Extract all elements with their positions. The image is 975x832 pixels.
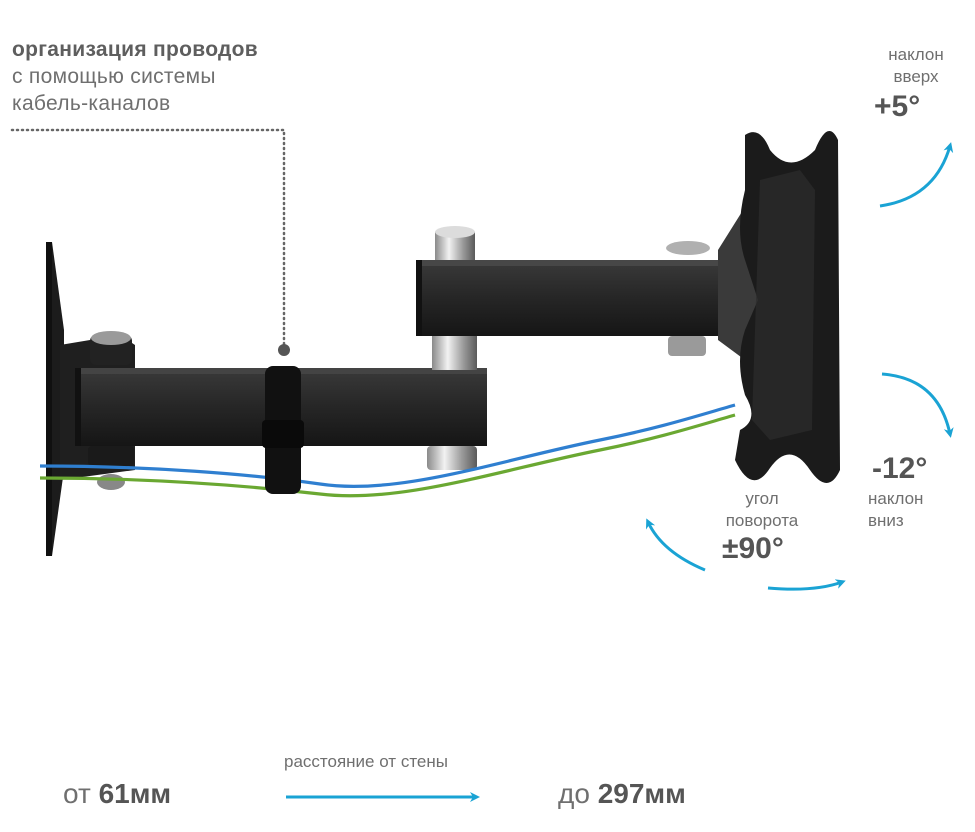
distance-min-value: 61мм <box>98 778 172 809</box>
swivel-arrow-right <box>767 579 846 591</box>
tilt-down-arrow <box>881 372 954 438</box>
distance-min: от 61мм <box>63 778 171 810</box>
cable-organization-note: организация проводов с помощью системы к… <box>12 36 258 117</box>
arm-pivot <box>427 226 477 470</box>
swivel-caption: угол поворота <box>712 488 812 532</box>
swivel-value: ±90° <box>722 532 784 565</box>
tilt-down-label2: вниз <box>868 511 904 530</box>
distance-min-prefix: от <box>63 778 91 809</box>
tilt-up-label2: вверх <box>893 67 939 86</box>
distance-max-prefix: до <box>558 778 590 809</box>
cable-note-line1: организация проводов <box>12 38 259 61</box>
tilt-down-value: -12° <box>872 452 928 485</box>
second-arm <box>416 260 718 336</box>
cable-note-dot <box>278 344 290 356</box>
swivel-label1: угол <box>745 489 779 508</box>
tilt-up-value: +5° <box>874 90 921 123</box>
cable-note-line2: с помощью системы <box>12 65 216 88</box>
swivel-label2: поворота <box>725 511 799 530</box>
swivel-arrow-left <box>646 518 706 572</box>
cable-note-leader <box>10 128 286 347</box>
tilt-down-label1: наклон <box>868 489 924 508</box>
distance-caption: расстояние от стены <box>284 752 448 771</box>
distance-max: до 297мм <box>558 778 686 810</box>
cable-green <box>39 413 736 498</box>
cable-blue <box>39 403 736 488</box>
tilt-up-caption: наклон вверх <box>870 44 962 88</box>
tilt-up-label1: наклон <box>888 45 944 64</box>
tilt-down-caption: наклон вниз <box>868 488 923 532</box>
head-hinge <box>666 241 710 356</box>
cable-note-line3: кабель-каналов <box>12 92 171 115</box>
distance-max-value: 297мм <box>597 778 686 809</box>
tilt-up-arrow <box>879 142 954 208</box>
